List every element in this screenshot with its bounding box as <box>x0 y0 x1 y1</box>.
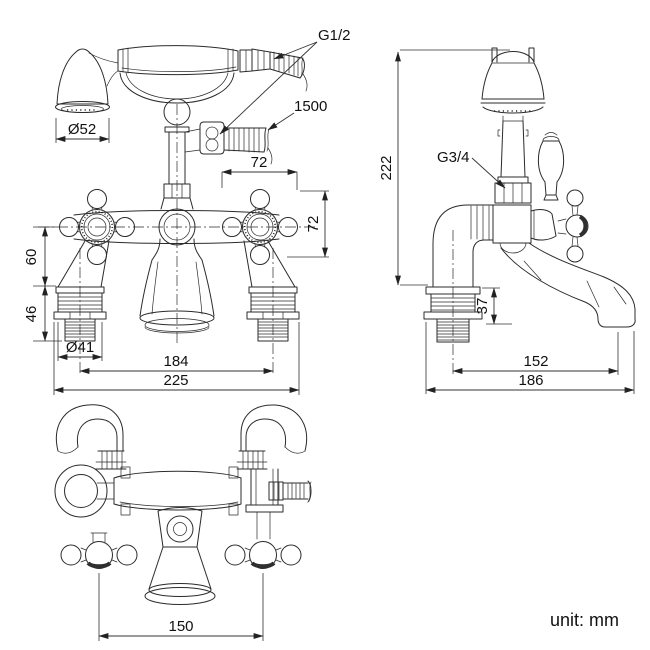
cradle-ring-top <box>54 464 115 518</box>
dim-spout-reach: 152 <box>523 353 548 370</box>
side-dimensions: 222 G3/4 37 152 186 <box>378 49 635 394</box>
dim-overall-height: 222 <box>378 155 395 180</box>
right-inlet-leg-front <box>243 240 300 374</box>
dim-handle-centres: 150 <box>168 618 193 635</box>
label-hose-thread: G1/2 <box>318 27 351 44</box>
dim-deck-to-handle: 60 <box>23 249 40 266</box>
hose-connector-top <box>268 480 312 503</box>
dim-handle-height: 72 <box>305 216 322 233</box>
hose-elbow-block <box>184 121 273 165</box>
handset-handle-side <box>494 120 532 204</box>
top-dimensions: 150 <box>98 573 264 641</box>
dim-spout-height: 37 <box>474 298 491 315</box>
right-cross-handle-top <box>224 541 302 569</box>
dim-handle-width: 72 <box>251 154 268 171</box>
dim-inlet-centres: 184 <box>163 353 188 370</box>
dim-shank-diameter: Ø41 <box>66 339 94 356</box>
left-elbow-top <box>55 404 127 470</box>
handset-body-top <box>113 466 242 516</box>
top-view: 150 <box>54 404 312 641</box>
dim-overall-depth: 186 <box>518 372 543 389</box>
unit-label: unit: mm <box>550 610 619 630</box>
left-inlet-leg-front <box>53 240 110 374</box>
spout-top <box>144 507 216 605</box>
valve-body-side <box>470 204 557 254</box>
valve-body-front <box>38 104 318 346</box>
handset-cradle-side <box>480 47 546 122</box>
handset-hose-front <box>269 51 308 92</box>
front-view: Ø52 G1/2 1500 72 72 60 46 <box>23 27 351 395</box>
handset-front <box>55 45 271 113</box>
cross-handle-side <box>557 189 589 263</box>
dim-shank-length: 46 <box>23 306 40 323</box>
spout-side <box>500 242 636 328</box>
dim-overall-width: 225 <box>163 372 188 389</box>
right-elbow-top <box>236 404 308 540</box>
dim-head-diameter: Ø52 <box>68 121 96 138</box>
side-view: 222 G3/4 37 152 186 <box>378 47 636 394</box>
diverter-lever-side <box>537 132 565 201</box>
front-dimensions: Ø52 G1/2 1500 72 72 60 46 <box>23 27 351 395</box>
inlet-leg-side <box>423 204 494 374</box>
label-spout-thread: G3/4 <box>437 149 470 166</box>
dim-hose-length: 1500 <box>294 98 327 115</box>
left-cross-handle-top <box>60 532 138 569</box>
spout-front <box>139 238 215 334</box>
